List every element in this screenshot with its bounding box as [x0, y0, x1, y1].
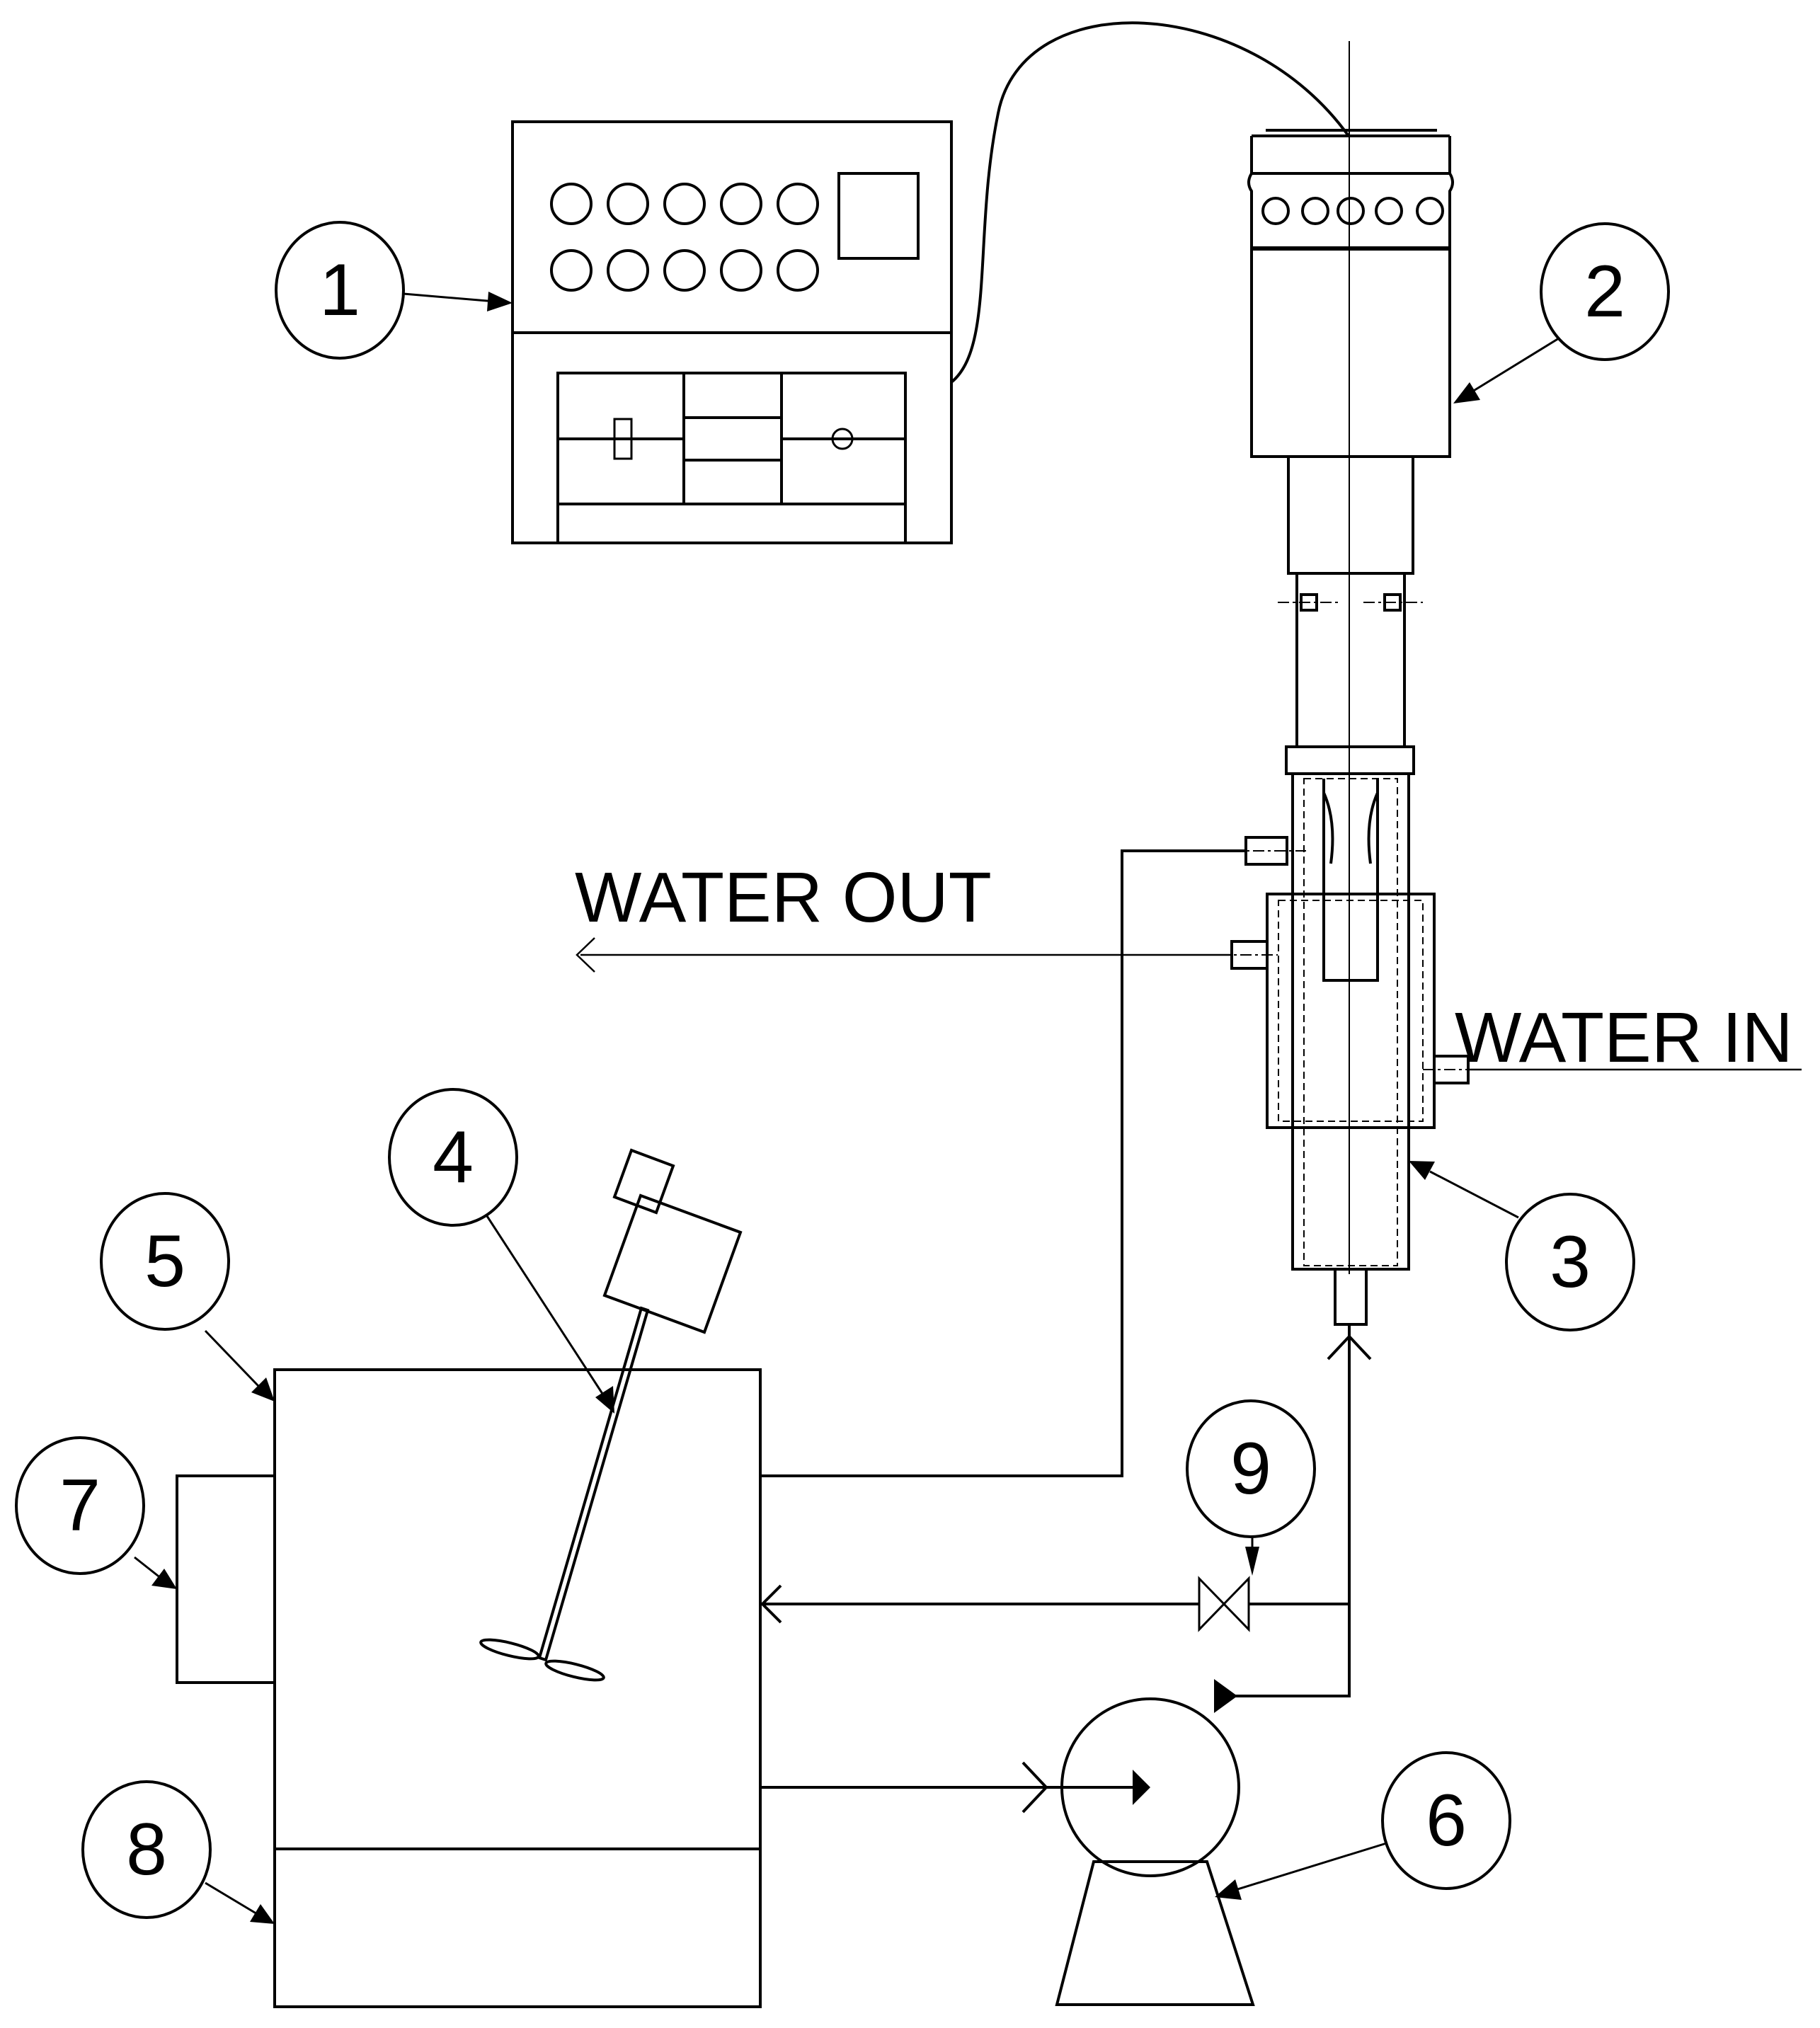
feed-line [1221, 1326, 1351, 1697]
control-box [511, 120, 953, 544]
jacketed-reactor [1219, 772, 1480, 1326]
leader-1 [403, 292, 513, 311]
valve [1198, 1576, 1250, 1632]
callout-3: 3 [1550, 1221, 1591, 1303]
side-unit [176, 1474, 276, 1684]
callout-circle-7 [15, 1436, 145, 1575]
display-screen [837, 172, 920, 260]
water-in-label: WATER IN [1455, 998, 1793, 1077]
valve-pointer-head [1245, 1547, 1259, 1576]
pump-outlet-arrowhead [1214, 1679, 1237, 1713]
control-knobs [550, 183, 819, 292]
callout-4: 4 [433, 1116, 474, 1198]
pump-inlet-arrowhead [1133, 1770, 1150, 1805]
callout-6: 6 [1426, 1780, 1467, 1862]
callout-circle-3 [1505, 1193, 1635, 1331]
feed-arrow [1327, 1334, 1372, 1360]
callout-circle-5 [100, 1192, 230, 1331]
leader-2 [1453, 331, 1569, 403]
callout-circle-9 [1186, 1399, 1316, 1538]
cooling-vents [1261, 197, 1444, 225]
callout-2: 2 [1584, 251, 1625, 333]
return-line [760, 849, 1246, 1477]
tank [273, 1368, 762, 2008]
pump [1055, 1697, 1255, 2006]
callout-1: 1 [319, 249, 360, 331]
water-out-arrow [576, 937, 595, 973]
leader-8 [205, 1881, 275, 1924]
transducer [1247, 129, 1454, 775]
callout-7: 7 [59, 1465, 101, 1547]
water-out-label: WATER OUT [575, 858, 992, 937]
recycle-arrow [760, 1584, 782, 1624]
cooling-jacket [1266, 893, 1436, 1129]
callout-circle-2 [1540, 222, 1670, 361]
callout-5: 5 [144, 1220, 185, 1302]
stirrer [479, 1148, 743, 1682]
callout-8: 8 [126, 1809, 167, 1891]
callout-circle-8 [81, 1780, 212, 1919]
callout-circle-6 [1381, 1751, 1511, 1890]
callout-circle-1 [275, 221, 405, 360]
suction-arrow [1021, 1761, 1048, 1814]
callout-9: 9 [1230, 1428, 1271, 1510]
leader-3 [1409, 1161, 1519, 1219]
leader-5 [204, 1329, 275, 1402]
leader-4 [486, 1215, 614, 1414]
leader-6 [1215, 1840, 1392, 1900]
signal-cable [950, 21, 1350, 384]
callout-circle-4 [388, 1088, 518, 1227]
leader-7 [134, 1556, 177, 1589]
